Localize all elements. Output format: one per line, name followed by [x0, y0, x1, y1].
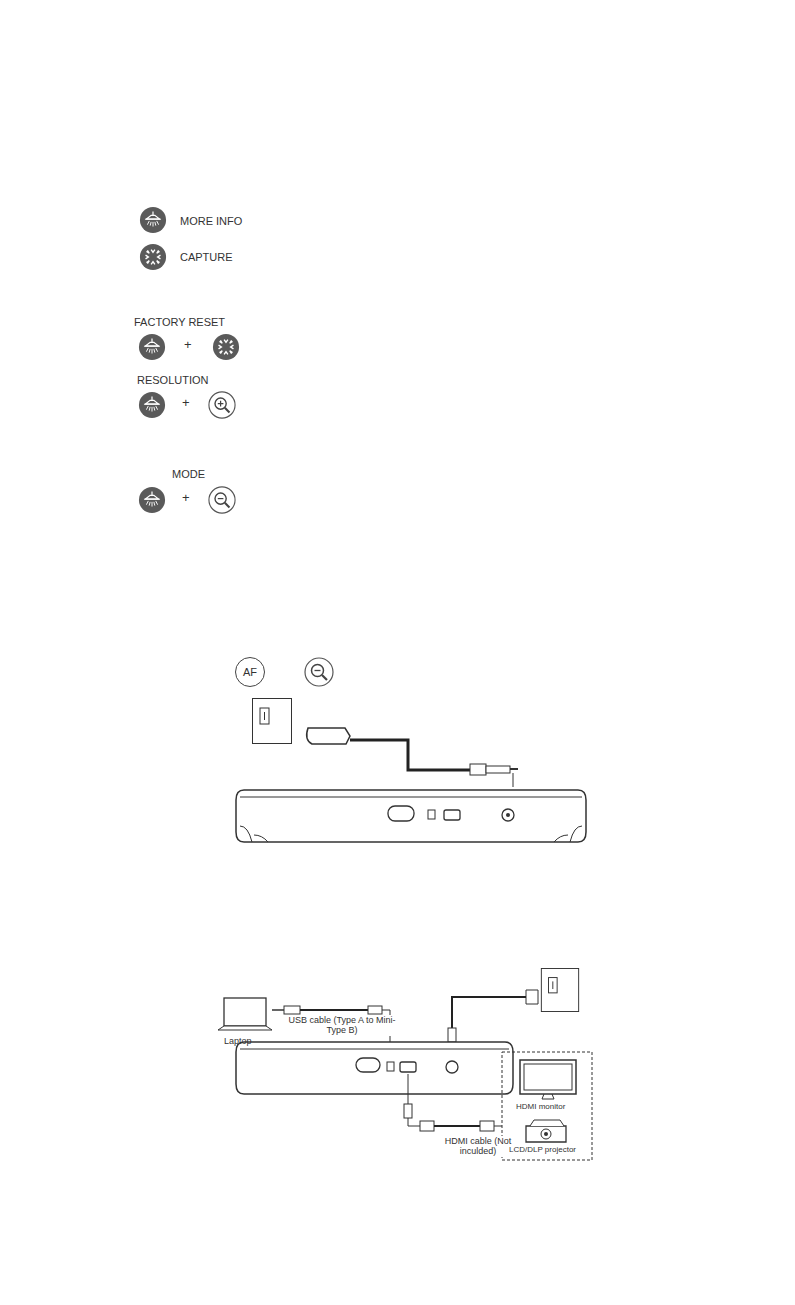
cable-label: USB cable (Type A to Mini-Type B): [283, 1015, 401, 1036]
projector-picture: [526, 1120, 566, 1142]
combo-label: MODE: [172, 468, 205, 481]
button-circle: AF: [235, 657, 265, 687]
device-label: LCD/DLP projector: [509, 1145, 576, 1154]
combo-label: FACTORY RESET: [134, 316, 225, 329]
button-label: CAPTURE: [180, 251, 233, 264]
device-back: [236, 1042, 513, 1094]
monitor-picture: [520, 1060, 576, 1099]
device-back: [236, 790, 586, 842]
button-text: AF: [243, 666, 257, 678]
cable-label: HDMI cable (Not inculded): [440, 1136, 516, 1157]
device-label: Laptop: [224, 1036, 252, 1046]
plus-sign: +: [184, 338, 192, 353]
combo-label: RESOLUTION: [137, 374, 209, 387]
button-label: MORE INFO: [180, 215, 242, 228]
plus-sign: +: [182, 491, 190, 506]
device-label: HDMI monitor: [516, 1102, 565, 1111]
laptop-picture: [218, 998, 272, 1030]
plus-sign: +: [182, 396, 190, 411]
